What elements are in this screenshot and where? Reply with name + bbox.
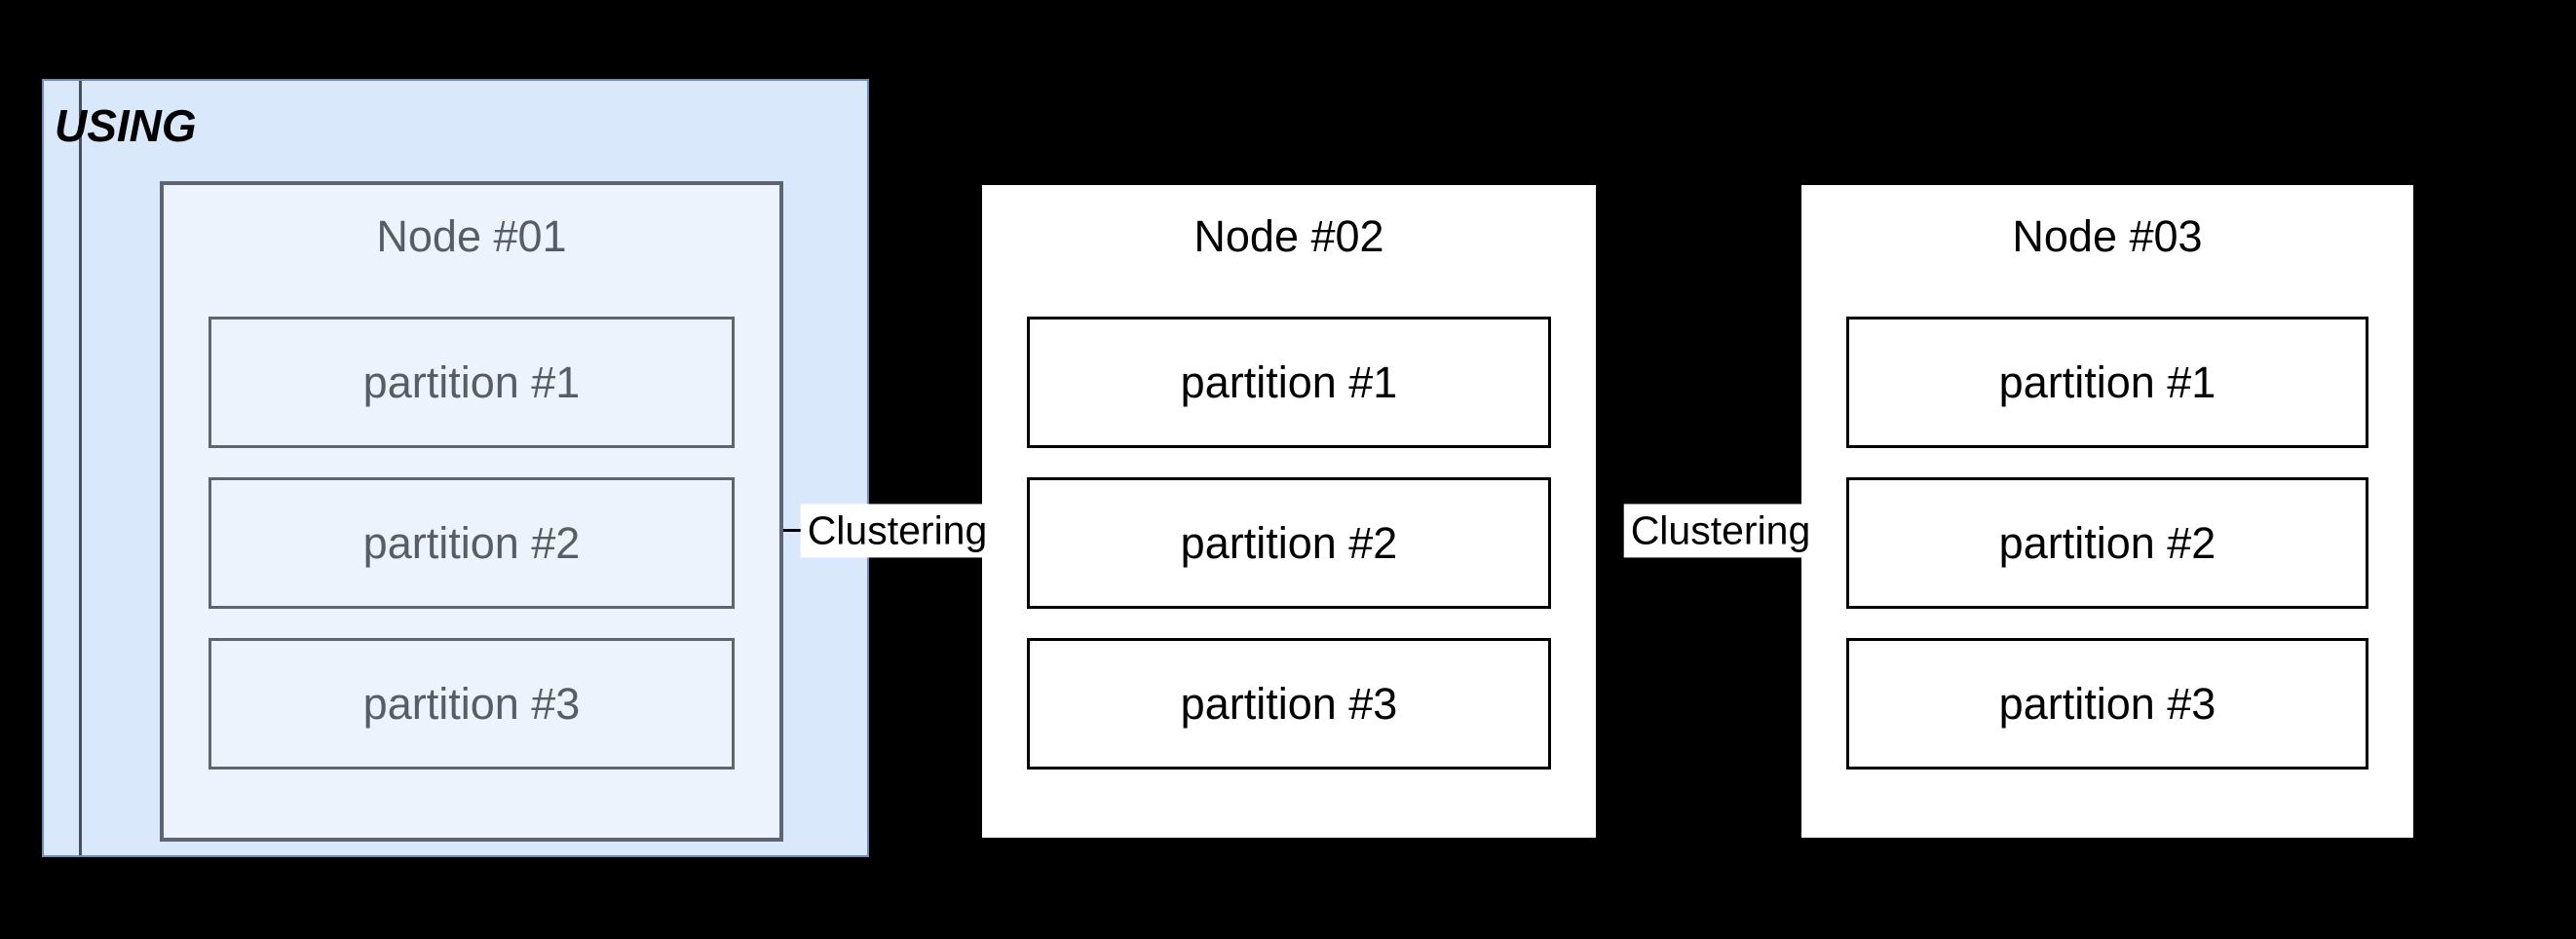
node-03-box: Node #03 partition #1 partition #2 parti… bbox=[1798, 181, 2417, 842]
node-01-partition-3: partition #3 bbox=[208, 638, 735, 770]
clustering-edge-label-1: Clustering bbox=[800, 504, 995, 558]
node-03-title: Node #03 bbox=[2012, 211, 2203, 261]
node-03-partition-3: partition #3 bbox=[1846, 638, 2368, 770]
using-divider-line bbox=[79, 81, 82, 855]
node-03-partition-1: partition #1 bbox=[1846, 317, 2368, 448]
node-01-partition-2: partition #2 bbox=[208, 477, 735, 609]
node-01-box: Node #01 partition #1 partition #2 parti… bbox=[160, 181, 783, 842]
clustering-edge-label-2: Clustering bbox=[1623, 504, 1818, 558]
node-01-title: Node #01 bbox=[376, 211, 567, 261]
node-01-partition-1: partition #1 bbox=[208, 317, 735, 448]
node-02-partition-1: partition #1 bbox=[1027, 317, 1551, 448]
node-02-partition-2: partition #2 bbox=[1027, 477, 1551, 609]
node-02-partition-3: partition #3 bbox=[1027, 638, 1551, 770]
node-02-title: Node #02 bbox=[1193, 211, 1384, 261]
node-03-partition-2: partition #2 bbox=[1846, 477, 2368, 609]
using-label: USING bbox=[55, 100, 197, 151]
node-02-box: Node #02 partition #1 partition #2 parti… bbox=[978, 181, 1600, 842]
